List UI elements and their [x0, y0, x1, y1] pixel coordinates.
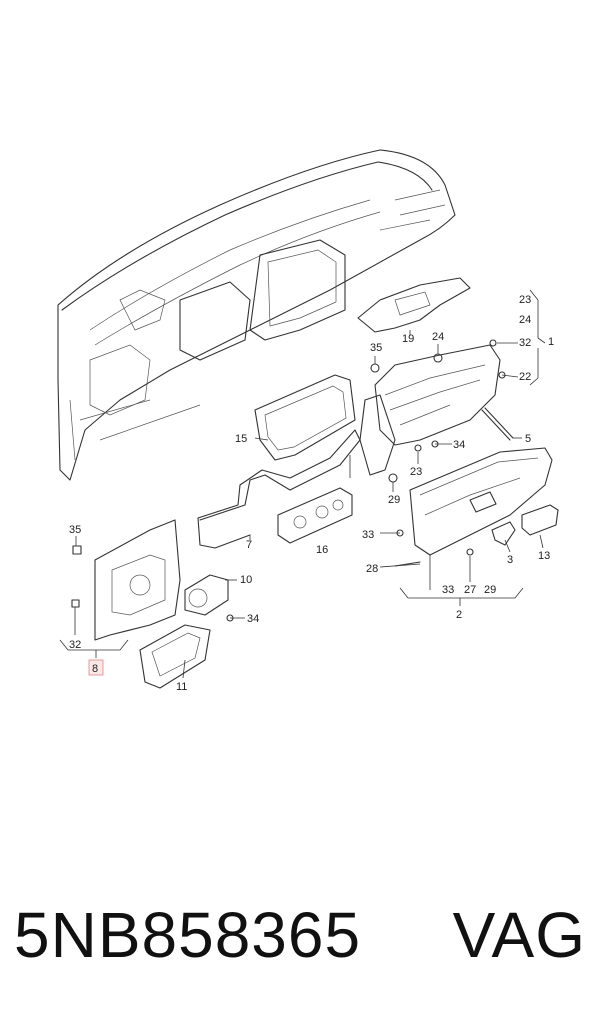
part-19-bracket	[357, 277, 471, 333]
callout-24b: 24	[432, 331, 444, 343]
callout-33a: 33	[362, 529, 374, 541]
part-10-cup-holder	[184, 574, 229, 616]
caption: 5NB858365 VAG	[0, 890, 600, 980]
part-13-box	[521, 504, 559, 536]
callout-5: 5	[525, 433, 531, 445]
callout-32a: 32	[519, 337, 531, 349]
part-2-glovebox-lid	[409, 447, 553, 556]
part-16-climate-panel	[277, 487, 353, 544]
part-5-damper	[481, 407, 514, 441]
part-11-tray	[139, 624, 211, 689]
callout-11: 11	[176, 681, 187, 693]
callout-1: 1	[548, 336, 554, 348]
fasteners	[71, 339, 506, 622]
callout-24a: 24	[519, 314, 531, 326]
callout-22: 22	[519, 371, 531, 383]
callout-28: 28	[366, 563, 378, 575]
callout-15: 15	[235, 433, 247, 445]
callout-13: 13	[538, 550, 550, 562]
callout-35b: 35	[69, 524, 81, 536]
part-7-trim-strip	[197, 429, 361, 549]
callout-2: 2	[456, 609, 462, 621]
callout-29a: 29	[388, 494, 400, 506]
callout-8: 8	[92, 663, 98, 675]
callout-27: 27	[464, 584, 476, 596]
part-15-display-frame	[254, 374, 356, 461]
callout-16: 16	[316, 544, 328, 556]
callout-23a: 23	[519, 294, 531, 306]
callout-3: 3	[507, 554, 513, 566]
callout-10: 10	[240, 574, 252, 586]
parts-diagram: 23 24 1 32 22 5 34 23 29 33 28 33 27 29 …	[57, 149, 559, 693]
part-8-lower-trim	[94, 519, 181, 641]
callout-35a: 35	[370, 342, 382, 354]
callout-19: 19	[402, 333, 414, 345]
part-3-latch	[491, 521, 516, 546]
callout-32b: 32	[69, 639, 81, 651]
part-number: 5NB858365	[14, 899, 362, 971]
callout-33b: 33	[442, 584, 454, 596]
callout-29b: 29	[484, 584, 496, 596]
dashboard-panel	[57, 149, 456, 481]
callout-34b: 34	[247, 613, 259, 625]
callout-34a: 34	[453, 439, 465, 451]
callout-8-highlight	[88, 659, 104, 676]
leader-lines	[59, 289, 546, 679]
part-1-glovebox-upper	[359, 344, 501, 476]
callout-23b: 23	[410, 466, 422, 478]
brand-name: VAG	[452, 899, 586, 971]
callout-7: 7	[246, 539, 252, 551]
